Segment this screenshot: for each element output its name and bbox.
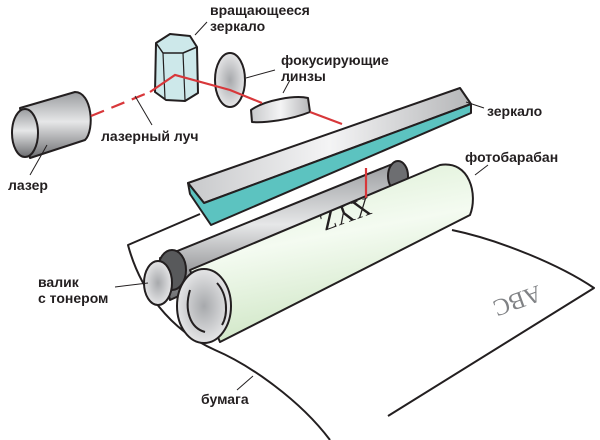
label-laser-beam: лазерный луч bbox=[101, 128, 199, 144]
label-laser: лазер bbox=[8, 177, 48, 193]
label-mirror: зеркало bbox=[487, 103, 543, 119]
photodrum-body bbox=[189, 163, 474, 343]
label-paper: бумага bbox=[201, 391, 249, 407]
leader-lines bbox=[29, 21, 489, 391]
label-toner-roller: валик с тонером bbox=[38, 274, 108, 306]
label-rotating-mirror: вращающееся зеркало bbox=[210, 2, 310, 34]
label-line: с тонером bbox=[38, 290, 109, 306]
label-line: фокусирующие bbox=[281, 52, 389, 68]
photodrum-end bbox=[176, 268, 232, 344]
toner-roller-end bbox=[143, 260, 173, 306]
long-mirror-edge bbox=[187, 103, 472, 226]
label-line: зеркало bbox=[210, 18, 266, 34]
label-line: линзы bbox=[281, 68, 326, 84]
rotation-arrow-icon bbox=[186, 282, 227, 333]
laser-face bbox=[11, 108, 39, 158]
laser-beam bbox=[90, 73, 368, 198]
label-line: валик bbox=[38, 274, 79, 290]
focusing-lens-round bbox=[214, 52, 246, 108]
paper-sheet bbox=[387, 229, 595, 417]
rotating-mirror-prism bbox=[154, 33, 199, 102]
label-photodrum: фотобарабан bbox=[465, 149, 559, 165]
focusing-lens-half bbox=[250, 96, 311, 124]
label-line: вращающееся bbox=[210, 2, 310, 18]
label-focusing-lenses: фокусирующие линзы bbox=[281, 52, 389, 84]
